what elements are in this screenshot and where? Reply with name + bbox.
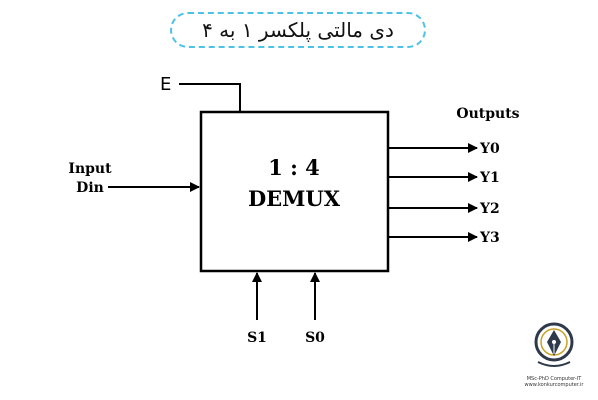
output-label-y3: Y3	[479, 230, 500, 246]
block-name: DEMUX	[248, 186, 341, 211]
block-ratio: 1 : 4	[268, 155, 320, 180]
enable-line	[179, 83, 241, 112]
output-label-y1: Y1	[479, 170, 500, 186]
select-label-s1: S1	[247, 330, 267, 346]
input-label: Input	[68, 161, 112, 177]
din-label: Din	[76, 180, 104, 196]
title-box: دی مالتی پلکسر ۱ به ۴	[170, 12, 426, 48]
select-label-s0: S0	[305, 330, 325, 346]
outputs-header: Outputs	[456, 106, 519, 122]
diagram-title: دی مالتی پلکسر ۱ به ۴	[202, 18, 394, 42]
output-label-y2: Y2	[479, 201, 500, 217]
output-label-y0: Y0	[479, 141, 500, 157]
logo-caption-1: MSc-PhD Computer-IT	[526, 376, 582, 382]
enable-label: E	[160, 74, 171, 95]
demux-block	[199, 110, 390, 273]
site-logo: MSc-PhD Computer-IT www.konkurcomputer.i…	[524, 320, 584, 396]
pen-nib-logo-icon	[534, 322, 574, 367]
logo-caption-2: www.konkurcomputer.ir	[524, 382, 584, 388]
